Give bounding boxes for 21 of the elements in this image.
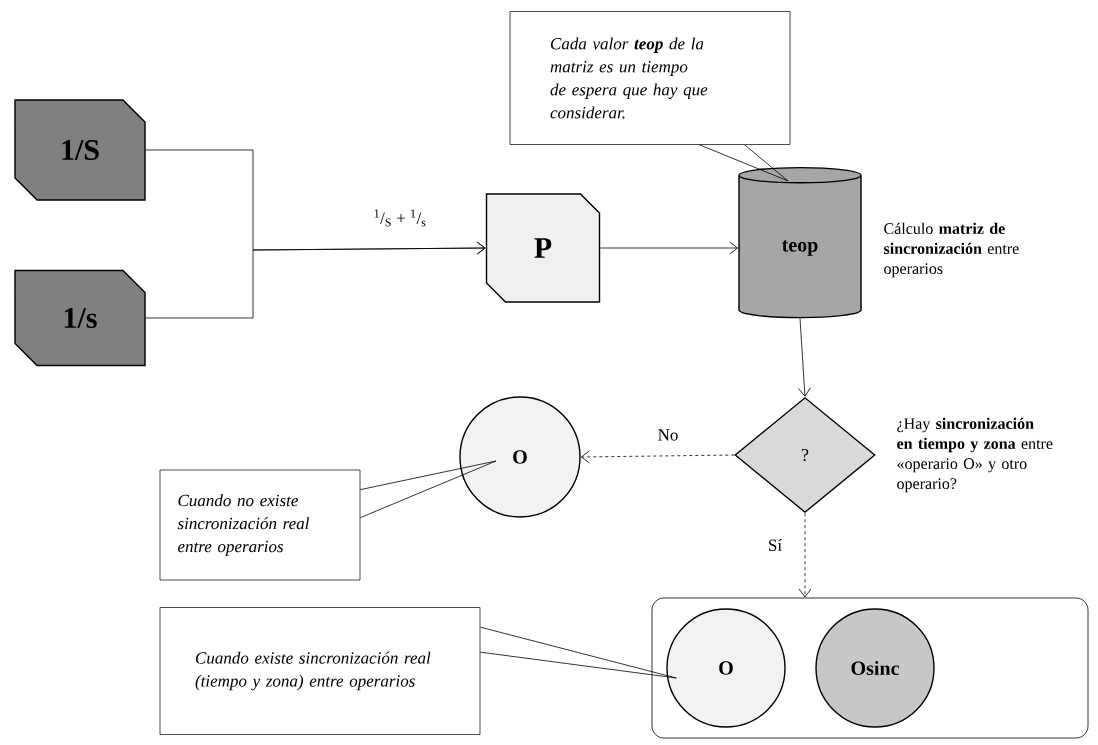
arrow — [798, 512, 812, 598]
side-caption: ¿Hay sincronización en tiempo y zona entre «operario O» y otro operario? — [897, 417, 1053, 493]
callout-pointer — [359, 460, 497, 519]
arrow — [599, 241, 739, 255]
callout-pointer — [699, 144, 789, 182]
edge-label: $^{1}$/$_{S}$ + $^{1}$/$_{s}$ — [372, 208, 428, 228]
database-cylinder: teop — [738, 166, 862, 319]
callout-box: Cuando no existe sincronización real entre operarios — [159, 469, 361, 581]
arrow — [145, 241, 486, 319]
arrow — [798, 317, 811, 397]
arrow — [580, 450, 735, 464]
callout-pointer — [479, 626, 677, 679]
circle-node: Osinc — [815, 608, 935, 728]
callout-box: Cuando existe sincronización real (tiempo y zona) entre operarios — [159, 607, 481, 735]
side-caption: Cálculo matriz de sincronización entre operarios — [884, 222, 1019, 278]
edge-label: No — [656, 428, 680, 442]
circle-node: O — [666, 608, 786, 728]
circle-node: O — [459, 396, 581, 518]
edge-label: Sí — [766, 538, 784, 552]
callout-box: Cada valor teop de la matriz es un tiempo de espera que hay que considerar. — [509, 11, 791, 145]
group-box — [651, 597, 1089, 739]
